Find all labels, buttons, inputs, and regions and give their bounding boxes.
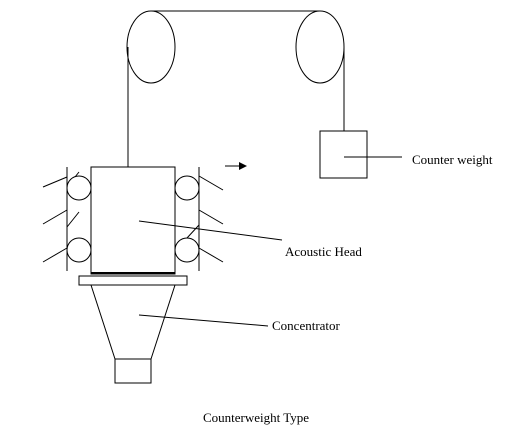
counter-weight-label: Counter weight bbox=[412, 152, 493, 167]
left-upper-roller bbox=[66, 175, 92, 201]
diagram-caption: Counterweight Type bbox=[203, 410, 309, 425]
concentrator-tip bbox=[114, 358, 152, 384]
right-pulley bbox=[295, 10, 345, 84]
right-lower-roller bbox=[174, 237, 200, 263]
acoustic-head-leader bbox=[138, 220, 283, 241]
concentrator-label: Concentrator bbox=[272, 318, 341, 333]
right-guide-rail bbox=[186, 167, 224, 271]
acoustic-head-block bbox=[90, 166, 176, 275]
arrow-right-icon bbox=[225, 162, 247, 170]
concentrator-leader bbox=[138, 314, 269, 327]
acoustic-head-label: Acoustic Head bbox=[285, 244, 362, 259]
counter-weight-block bbox=[319, 130, 368, 179]
left-pulley bbox=[126, 10, 176, 84]
left-guide-rail bbox=[42, 167, 80, 271]
right-upper-roller bbox=[174, 175, 200, 201]
concentrator-cone bbox=[90, 284, 176, 360]
flange-plate bbox=[78, 275, 188, 286]
left-lower-roller bbox=[66, 237, 92, 263]
